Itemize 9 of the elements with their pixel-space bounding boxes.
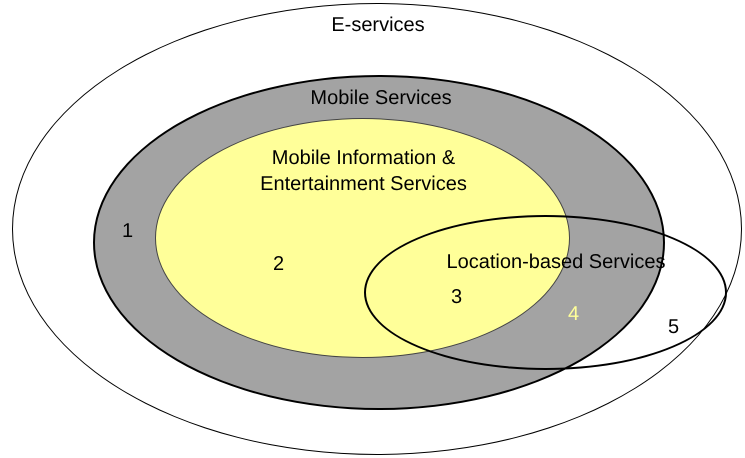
region-number: 3 xyxy=(451,285,462,310)
region-label: E-services xyxy=(330,13,426,38)
region-label: Mobile Information & Entertainment Services xyxy=(259,146,468,197)
ellipse-region xyxy=(364,215,727,370)
region-number: 5 xyxy=(668,315,680,340)
region-number: 2 xyxy=(273,252,284,277)
region-label: Mobile Services xyxy=(309,86,453,111)
region-number: 1 xyxy=(122,219,134,244)
region-number: 4 xyxy=(568,302,580,327)
